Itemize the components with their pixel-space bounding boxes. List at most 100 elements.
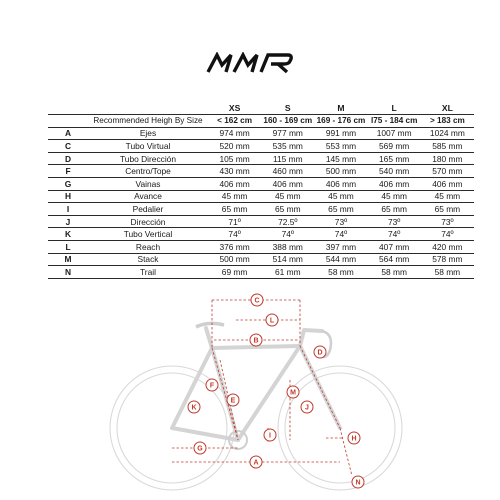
label-i: I — [263, 428, 277, 442]
row-key: J — [65, 216, 71, 227]
mmr-logo-icon — [206, 52, 293, 74]
svg-text:H: H — [351, 436, 356, 443]
svg-text:K: K — [191, 405, 196, 412]
size-value: 73º — [441, 216, 454, 227]
row-label: Tubo Virtual — [125, 140, 171, 151]
label-d: D — [313, 345, 327, 359]
size-value: 406 mm — [325, 178, 357, 189]
size-value: 74º — [387, 229, 401, 240]
svg-text:F: F — [210, 383, 215, 390]
size-value: 71º — [228, 216, 241, 227]
row-key: G — [64, 178, 72, 189]
svg-text:D: D — [317, 350, 322, 357]
size-value: 500 mm — [325, 166, 357, 177]
height-range: 160 - 169 cm — [263, 116, 313, 126]
geometry-row: H Avance 45 mm 45 mm 45 mm 45 mm 45 mm — [48, 190, 474, 203]
size-value: 974 mm — [219, 128, 250, 139]
size-value: 74º — [281, 229, 294, 240]
size-value: 420 mm — [432, 241, 463, 252]
size-value: 397 mm — [325, 241, 357, 252]
size-header: XL — [441, 103, 453, 113]
row-key: K — [64, 229, 72, 240]
svg-text:C: C — [254, 298, 259, 305]
size-value: 145 mm — [325, 153, 357, 164]
row-label: Avance — [134, 191, 162, 202]
size-value: 61 mm — [274, 266, 301, 277]
row-label: Stack — [137, 254, 159, 265]
size-header: L — [391, 103, 397, 113]
row-label: Vainas — [135, 178, 161, 189]
size-value: 65 mm — [221, 203, 248, 214]
size-value: 45 mm — [381, 191, 407, 202]
svg-text:E: E — [231, 398, 236, 405]
row-key: N — [64, 266, 72, 277]
size-value: 540 mm — [379, 166, 410, 177]
row-key — [48, 115, 88, 128]
size-value: 74º — [228, 229, 241, 240]
label-m: M — [286, 385, 300, 399]
svg-text:L: L — [270, 318, 275, 325]
size-value: 460 mm — [272, 166, 303, 177]
svg-text:M: M — [290, 390, 296, 397]
svg-text:J: J — [305, 405, 309, 412]
row-key: I — [66, 203, 70, 214]
size-value: 578 mm — [432, 254, 463, 265]
size-value: 45 mm — [328, 191, 354, 202]
size-header: XS — [228, 103, 241, 113]
size-header: M — [337, 103, 345, 113]
size-value: 45 mm — [221, 191, 248, 202]
size-value: 58 mm — [434, 266, 461, 277]
saddle-icon — [195, 321, 225, 329]
row-key: C — [64, 140, 72, 151]
size-value: 544 mm — [325, 254, 357, 265]
label-e: E — [226, 393, 240, 407]
height-range: < 162 cm — [217, 116, 252, 126]
size-value: 69 mm — [221, 266, 248, 277]
label-f: F — [205, 378, 219, 392]
svg-text:A: A — [253, 460, 258, 467]
row-label: Reach — [135, 241, 161, 252]
height-range: > 183 cm — [429, 116, 465, 126]
size-value: 72.5º — [278, 216, 298, 227]
row-key: D — [64, 153, 72, 164]
size-value: 1024 mm — [429, 128, 465, 139]
size-value: 45 mm — [434, 191, 461, 202]
row-label: Trail — [140, 266, 156, 277]
size-value: 564 mm — [379, 254, 410, 265]
size-value: 180 mm — [432, 153, 463, 164]
size-value: 535 mm — [272, 140, 303, 151]
size-value: 514 mm — [272, 254, 303, 265]
label-n: N — [351, 475, 365, 489]
size-value: 1007 mm — [376, 128, 412, 139]
size-value: 74º — [334, 229, 348, 240]
size-header-row: XS S M L XL — [48, 102, 474, 115]
label-a: A — [249, 455, 263, 469]
size-value: 73º — [387, 216, 401, 227]
height-range: 169 - 176 cm — [316, 116, 366, 126]
size-value: 430 mm — [219, 166, 250, 177]
front-wheel-icon — [277, 365, 403, 491]
row-label: Ejes — [139, 128, 157, 139]
crankset-icon — [228, 430, 248, 450]
size-value: 388 mm — [272, 241, 303, 252]
row-key: H — [64, 191, 72, 202]
size-value: 406 mm — [272, 178, 303, 189]
size-value: 569 mm — [379, 140, 410, 151]
dimension-labels: C L B D F E M K J I H G A N — [187, 293, 365, 489]
size-value: 500 mm — [219, 254, 250, 265]
svg-text:B: B — [253, 338, 258, 345]
size-value: 65 mm — [434, 203, 461, 214]
size-value: 105 mm — [219, 153, 250, 164]
size-value: 406 mm — [219, 178, 250, 189]
size-value: 45 mm — [274, 191, 301, 202]
size-value: 65 mm — [328, 203, 354, 214]
size-value: 520 mm — [219, 140, 250, 151]
size-value: 376 mm — [219, 241, 250, 252]
